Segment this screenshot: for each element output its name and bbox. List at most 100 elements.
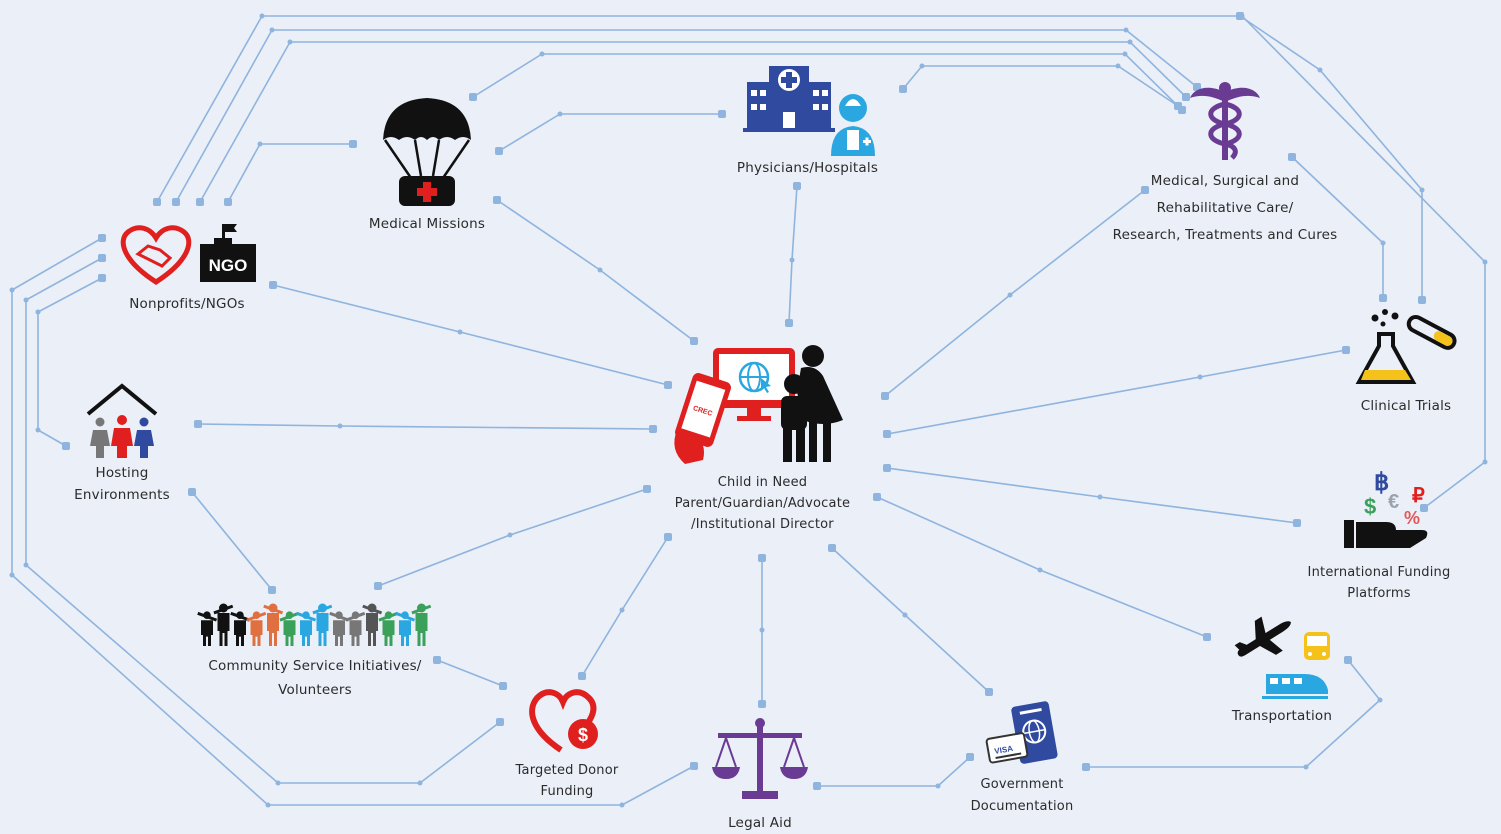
child-parent-device-icon: CREC: [673, 345, 843, 464]
connector-endpoint: [664, 381, 672, 389]
flask-test-tube-icon: [1355, 309, 1457, 384]
connector-joint: [935, 783, 941, 789]
connector-line: [581, 536, 669, 677]
connector-joint: [1317, 67, 1323, 73]
people-chain-icon: [197, 603, 432, 646]
node-label-medical-missions: Medical Missions: [357, 214, 497, 235]
connector-line: [902, 65, 1179, 107]
node-label-community-service: Community Service Initiatives/ Volunteer…: [195, 654, 435, 702]
connector-endpoint: [499, 682, 507, 690]
node-hosting-environments: Hosting Environments: [67, 382, 177, 506]
connector-endpoint: [873, 493, 881, 501]
connector-endpoint: [493, 196, 501, 204]
person-figure-icon: [345, 611, 366, 646]
connector-joint: [789, 257, 795, 263]
connector-endpoint: [374, 582, 382, 590]
label-line: Documentation: [970, 799, 1074, 814]
connector-endpoint: [172, 198, 180, 206]
connector-joint: [337, 423, 343, 429]
node-targeted-donor-funding: $ Targeted Donor Funding: [507, 686, 627, 802]
house-family-icon: [86, 383, 158, 458]
connector-line: [496, 199, 695, 342]
connector-line: [1086, 659, 1382, 768]
connector-line: [884, 189, 1146, 397]
svg-text:₽: ₽: [1412, 485, 1425, 507]
connector-endpoint: [1379, 294, 1387, 302]
connector-line: [886, 349, 1347, 435]
connector-endpoint: [196, 198, 204, 206]
label-line: Platforms: [1347, 586, 1411, 601]
connector-line: [227, 143, 353, 203]
connector-joint: [265, 802, 271, 808]
connector-joint: [1482, 459, 1488, 465]
connector-joint: [539, 51, 545, 57]
connector-joint: [1197, 374, 1203, 380]
connector-line: [831, 547, 990, 693]
label-line: Physicians/Hospitals: [736, 160, 879, 176]
connector-endpoint: [1193, 83, 1201, 91]
node-transportation: Transportation: [1222, 616, 1342, 727]
connector-endpoint: [1203, 633, 1211, 641]
svg-text:VISA: VISA: [994, 744, 1014, 756]
connector-endpoint: [643, 485, 651, 493]
node-nonprofits-ngos: NGO Nonprofits/NGOs: [112, 220, 262, 315]
label-line: /Institutional Director: [691, 517, 834, 532]
ngo-building-icon: NGO: [200, 224, 256, 282]
node-label-clinical-trials: Clinical Trials: [1346, 396, 1466, 417]
svg-text:$: $: [1364, 494, 1376, 519]
connector-joint: [1303, 764, 1309, 770]
connector-joint: [1007, 292, 1013, 298]
person-figure-icon: [230, 611, 251, 646]
heart-dollar-icon: $: [529, 689, 598, 753]
connector-line: [25, 257, 501, 784]
svg-text:%: %: [1404, 508, 1420, 528]
node-label-government-documentation: Government Documentation: [962, 774, 1082, 818]
node-legal-aid: Legal Aid: [705, 715, 815, 834]
node-community-service: Community Service Initiatives/ Volunteer…: [195, 598, 435, 702]
svg-text:$: $: [578, 725, 588, 745]
person-figure-icon: [197, 611, 218, 646]
connector-endpoint: [899, 85, 907, 93]
connector-endpoint: [1418, 296, 1426, 304]
label-line: Rehabilitative Care/: [1156, 200, 1294, 216]
connector-joint: [417, 780, 423, 786]
connector-joint: [919, 63, 925, 69]
connector-joint: [507, 532, 513, 538]
node-label-physicians-hospitals: Physicians/Hospitals: [725, 158, 890, 179]
label-line: Community Service Initiatives/: [208, 658, 422, 674]
connector-line: [817, 756, 971, 787]
label-line: Legal Aid: [728, 815, 792, 831]
node-medical-care-research: Medical, Surgical and Rehabilitative Car…: [1110, 80, 1340, 249]
connector-endpoint: [813, 782, 821, 790]
connector-endpoint: [881, 392, 889, 400]
ngo-badge: NGO: [209, 256, 248, 275]
connector-line: [11, 237, 695, 806]
node-child-in-need: CREC Child in Need Parent/Guardian/Advoc…: [660, 340, 865, 535]
label-line: Nonprofits/NGOs: [129, 296, 245, 312]
connector-endpoint: [1342, 346, 1350, 354]
connector-joint: [9, 287, 15, 293]
connector-line: [156, 15, 1486, 509]
connector-endpoint: [98, 234, 106, 242]
connector-endpoint: [883, 464, 891, 472]
connector-line: [1239, 15, 1423, 300]
connector-endpoint: [433, 656, 441, 664]
connector-joint: [287, 39, 293, 45]
node-government-documentation: VISA Government Documentation: [962, 700, 1082, 818]
connector-endpoint: [188, 488, 196, 496]
node-label-hosting-environments: Hosting Environments: [67, 462, 177, 506]
connector-endpoint: [1174, 102, 1182, 110]
connector-line: [377, 488, 648, 587]
label-line: Hosting: [95, 465, 149, 481]
connector-endpoint: [828, 544, 836, 552]
connector-endpoint: [883, 430, 891, 438]
person-figure-icon: [279, 611, 300, 646]
connector-endpoint: [985, 688, 993, 696]
hospital-doctor-icon: [742, 66, 875, 156]
person-figure-icon: [395, 611, 416, 646]
connector-endpoint: [664, 533, 672, 541]
connector-joint: [259, 13, 265, 19]
connector-endpoint: [349, 140, 357, 148]
person-figure-icon: [213, 603, 234, 646]
connector-joint: [1482, 259, 1488, 265]
